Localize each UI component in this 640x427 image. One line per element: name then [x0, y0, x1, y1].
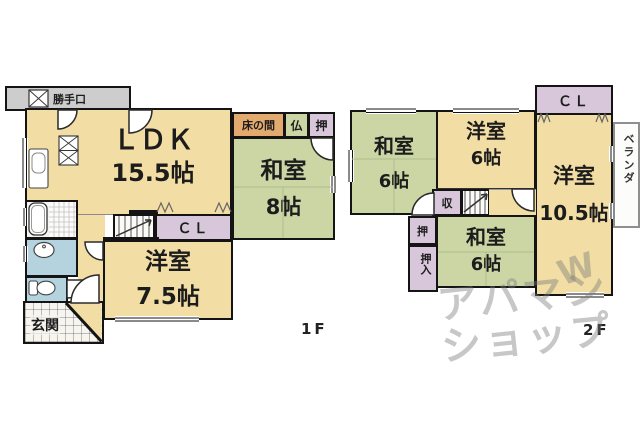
room-oshi-2f-label: 押	[417, 224, 428, 238]
room-genkan-label: 玄関	[30, 315, 60, 335]
room-oshi-2f: 押	[408, 216, 437, 245]
floor-label-1f: 1F	[301, 320, 328, 338]
room-washitsu-6-s-name: 和室	[466, 225, 506, 249]
stairs-1f	[113, 214, 155, 241]
room-washitsu-8-size: 8帖	[265, 194, 302, 219]
room-closet-1f-label: ＣＬ	[177, 220, 210, 237]
room-washitsu-8-label: 和室 8帖	[234, 157, 333, 220]
room-yoshitsu-6-n: 洋室 6帖	[436, 110, 536, 189]
room-washitsu-6-s-size: 6帖	[470, 254, 502, 275]
room-washitsu-6-nw: 和室 6帖	[350, 110, 438, 215]
hallway-1f	[78, 215, 105, 303]
room-porch: 勝手口	[5, 86, 131, 111]
room-genkan: 玄関	[23, 301, 104, 344]
room-yoshitsu-6-n-size: 6帖	[470, 148, 502, 169]
room-tokonoma-label: 床の間	[242, 119, 275, 132]
room-ldk-size: 15.5帖	[111, 158, 195, 187]
room-closet-2f-label: ＣＬ	[558, 93, 590, 110]
room-storage-2f-label: 収	[441, 196, 453, 210]
veranda: ベランダ	[613, 122, 640, 228]
stairs-2f	[461, 189, 490, 216]
room-yoshitsu-105-name: 洋室	[553, 164, 595, 188]
room-oshiire-2f-label: 押入	[419, 253, 432, 275]
room-oshiire-1f: 押	[308, 112, 335, 138]
room-ldk: ＬＤＫ 15.5帖	[25, 108, 232, 215]
hallway-2f	[489, 189, 536, 216]
room-yoshitsu-105-size: 10.5帖	[539, 201, 609, 226]
room-yoshitsu-75-label: 洋室 7.5帖	[105, 248, 231, 312]
room-washitsu-6-nw-size: 6帖	[378, 171, 410, 192]
room-yoshitsu-6-n-label: 洋室 6帖	[438, 119, 534, 171]
room-oshiire-2f: 押入	[408, 245, 438, 292]
room-washroom	[25, 238, 78, 277]
room-bathroom	[25, 200, 78, 239]
room-porch-label: 勝手口	[53, 93, 86, 106]
room-yoshitsu-75-size: 7.5帖	[136, 283, 200, 310]
room-yoshitsu-105: 洋室 10.5帖	[535, 113, 613, 296]
room-washitsu-6-nw-label: 和室 6帖	[352, 134, 436, 194]
room-tokonoma: 床の間	[232, 112, 285, 138]
room-closet-2f: ＣＬ	[535, 85, 613, 116]
room-washitsu-6-nw-name: 和室	[374, 134, 414, 158]
veranda-label: ベランダ	[622, 133, 635, 185]
room-ldk-name: ＬＤＫ	[112, 125, 194, 156]
room-yoshitsu-6-n-name: 洋室	[466, 119, 506, 143]
room-yoshitsu-75: 洋室 7.5帖	[103, 240, 233, 320]
room-washitsu-8: 和室 8帖	[232, 137, 335, 240]
room-yoshitsu-105-label: 洋室 10.5帖	[537, 163, 611, 226]
room-butsudan-label: 仏	[290, 118, 303, 133]
room-butsudan: 仏	[284, 112, 309, 138]
room-washitsu-6-s-label: 和室 6帖	[438, 225, 534, 277]
room-ldk-label: ＬＤＫ 15.5帖	[82, 124, 224, 188]
room-toilet	[25, 276, 68, 304]
room-yoshitsu-75-name: 洋室	[145, 249, 191, 275]
room-washitsu-8-name: 和室	[260, 158, 307, 184]
room-oshiire-1f-label: 押	[315, 118, 328, 133]
floor-label-2f: 2F	[583, 321, 610, 339]
room-closet-1f: ＣＬ	[155, 214, 232, 241]
room-storage-2f: 収	[432, 189, 462, 216]
